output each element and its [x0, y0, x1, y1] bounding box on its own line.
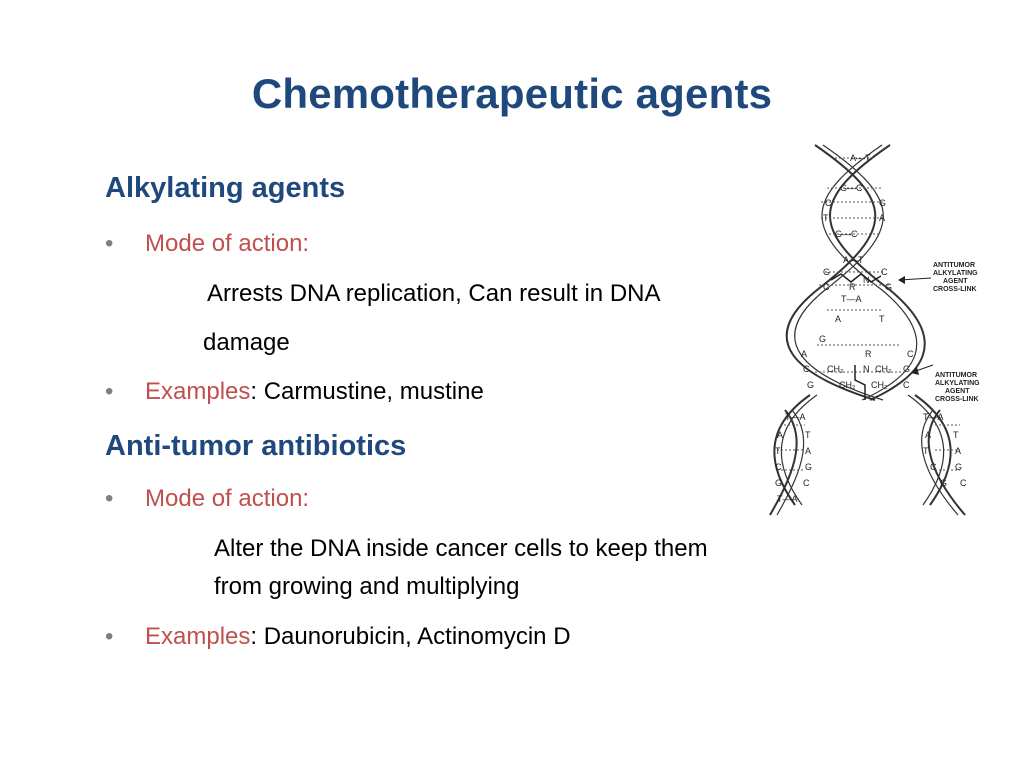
bullet-dot: • — [105, 623, 114, 650]
svg-text:A: A — [801, 349, 807, 359]
examples-separator: : — [250, 378, 258, 405]
label2-line2: ALKYLATING — [935, 380, 980, 387]
svg-text:N: N — [863, 275, 870, 285]
svg-text:A: A — [835, 314, 841, 324]
svg-text:A: A — [955, 446, 961, 456]
svg-text:CH₂: CH₂ — [839, 380, 856, 390]
mode-of-action-label: Mode of action: — [145, 485, 310, 512]
dna-strand-left — [785, 144, 877, 401]
slide-title: Chemotherapeutic agents — [251, 70, 773, 117]
svg-text:G: G — [885, 282, 892, 292]
svg-text:A—T: A—T — [850, 153, 871, 163]
svg-text:C: C — [960, 478, 967, 488]
alkylating-mode-bullet: • Mode of action: — [105, 230, 309, 258]
bullet-dot: • — [105, 230, 114, 257]
bullet-dot: • — [105, 378, 114, 405]
alkylating-agents-heading: Alkylating agents — [105, 172, 346, 204]
bullet-dot: • — [105, 485, 114, 512]
label1-line2: ALKYLATING — [933, 270, 978, 277]
svg-text:G: G — [807, 380, 814, 390]
examples-label: Examples — [145, 623, 251, 650]
svg-text:A: A — [925, 430, 931, 440]
alkylating-examples-text: Carmustine, mustine — [257, 378, 484, 405]
arrow-head — [911, 367, 919, 375]
svg-text:G: G — [955, 462, 962, 472]
alkylating-examples-bullet: • Examples: Carmustine, mustine — [105, 378, 484, 406]
svg-text:C: C — [803, 478, 810, 488]
antibiotics-mode-text-line1: Alter the DNA inside cancer cells to kee… — [214, 535, 708, 562]
label1-line4: CROSS-LINK — [933, 286, 977, 293]
svg-text:G—C: G—C — [835, 229, 858, 239]
svg-text:C: C — [775, 462, 782, 472]
label2-line3: AGENT — [945, 388, 970, 395]
svg-text:T—A: T—A — [923, 412, 944, 422]
svg-text:C: C — [825, 198, 832, 208]
antibiotics-examples-text: Daunorubicin, Actinomycin D — [257, 623, 571, 650]
svg-text:A—T: A—T — [843, 255, 864, 265]
svg-text:A: A — [805, 446, 811, 456]
antibiotics-mode-bullet: • Mode of action: — [105, 485, 309, 513]
svg-text:R: R — [865, 349, 872, 359]
svg-text:G: G — [879, 198, 886, 208]
svg-text:C: C — [930, 462, 937, 472]
svg-text:A: A — [879, 213, 885, 223]
svg-text:CH₂: CH₂ — [827, 364, 844, 374]
svg-text:T: T — [805, 430, 811, 440]
label2-line1: ANTITUMOR — [935, 372, 977, 379]
svg-text:C: C — [903, 380, 910, 390]
antibiotics-mode-text-line2: from growing and multiplying — [214, 573, 520, 600]
svg-text:N: N — [863, 364, 870, 374]
alkylating-mode-text-line2: damage — [203, 329, 290, 356]
svg-text:C: C — [907, 349, 914, 359]
svg-text:R: R — [849, 282, 856, 292]
svg-text:G: G — [775, 478, 782, 488]
alkylating-mode-text-line1: Arrests DNA replication, Can result in D… — [207, 280, 661, 307]
svg-text:CH₂: CH₂ — [871, 380, 888, 390]
svg-text:T: T — [775, 446, 781, 456]
svg-text:C: C — [881, 267, 888, 277]
svg-text:C: C — [803, 364, 810, 374]
arrow-head — [898, 276, 905, 284]
svg-text:G—C: G—C — [840, 183, 863, 193]
svg-text:T: T — [823, 213, 829, 223]
svg-text:G: G — [940, 478, 947, 488]
crosslink-label-lower: ANTITUMOR ALKYLATING AGENT CROSS-LINK — [935, 372, 980, 403]
examples-label: Examples — [145, 378, 251, 405]
svg-text:G: G — [805, 462, 812, 472]
svg-text:T—A: T—A — [841, 294, 862, 304]
examples-separator: : — [250, 623, 258, 650]
label1-line3: AGENT — [943, 278, 968, 285]
svg-text:T: T — [923, 446, 929, 456]
svg-text:T: T — [953, 430, 959, 440]
svg-text:CH₂: CH₂ — [875, 364, 892, 374]
antibiotics-examples-bullet: • Examples: Daunorubicin, Actinomycin D — [105, 623, 571, 651]
svg-text:C: C — [823, 282, 830, 292]
crosslink-label-upper: ANTITUMOR ALKYLATING AGENT CROSS-LINK — [933, 262, 978, 293]
anti-tumor-antibiotics-heading: Anti-tumor antibiotics — [105, 430, 407, 462]
mode-of-action-label: Mode of action: — [145, 230, 310, 257]
arrow-line — [899, 277, 932, 281]
svg-text:G: G — [823, 267, 830, 277]
label1-line1: ANTITUMOR — [933, 262, 975, 269]
svg-text:T—A: T—A — [777, 494, 798, 504]
svg-text:T—A: T—A — [785, 412, 806, 422]
svg-text:T: T — [879, 314, 885, 324]
svg-text:G: G — [819, 334, 826, 344]
svg-text:A: A — [777, 430, 783, 440]
svg-text:G: G — [903, 364, 910, 374]
label2-line4: CROSS-LINK — [935, 396, 979, 403]
